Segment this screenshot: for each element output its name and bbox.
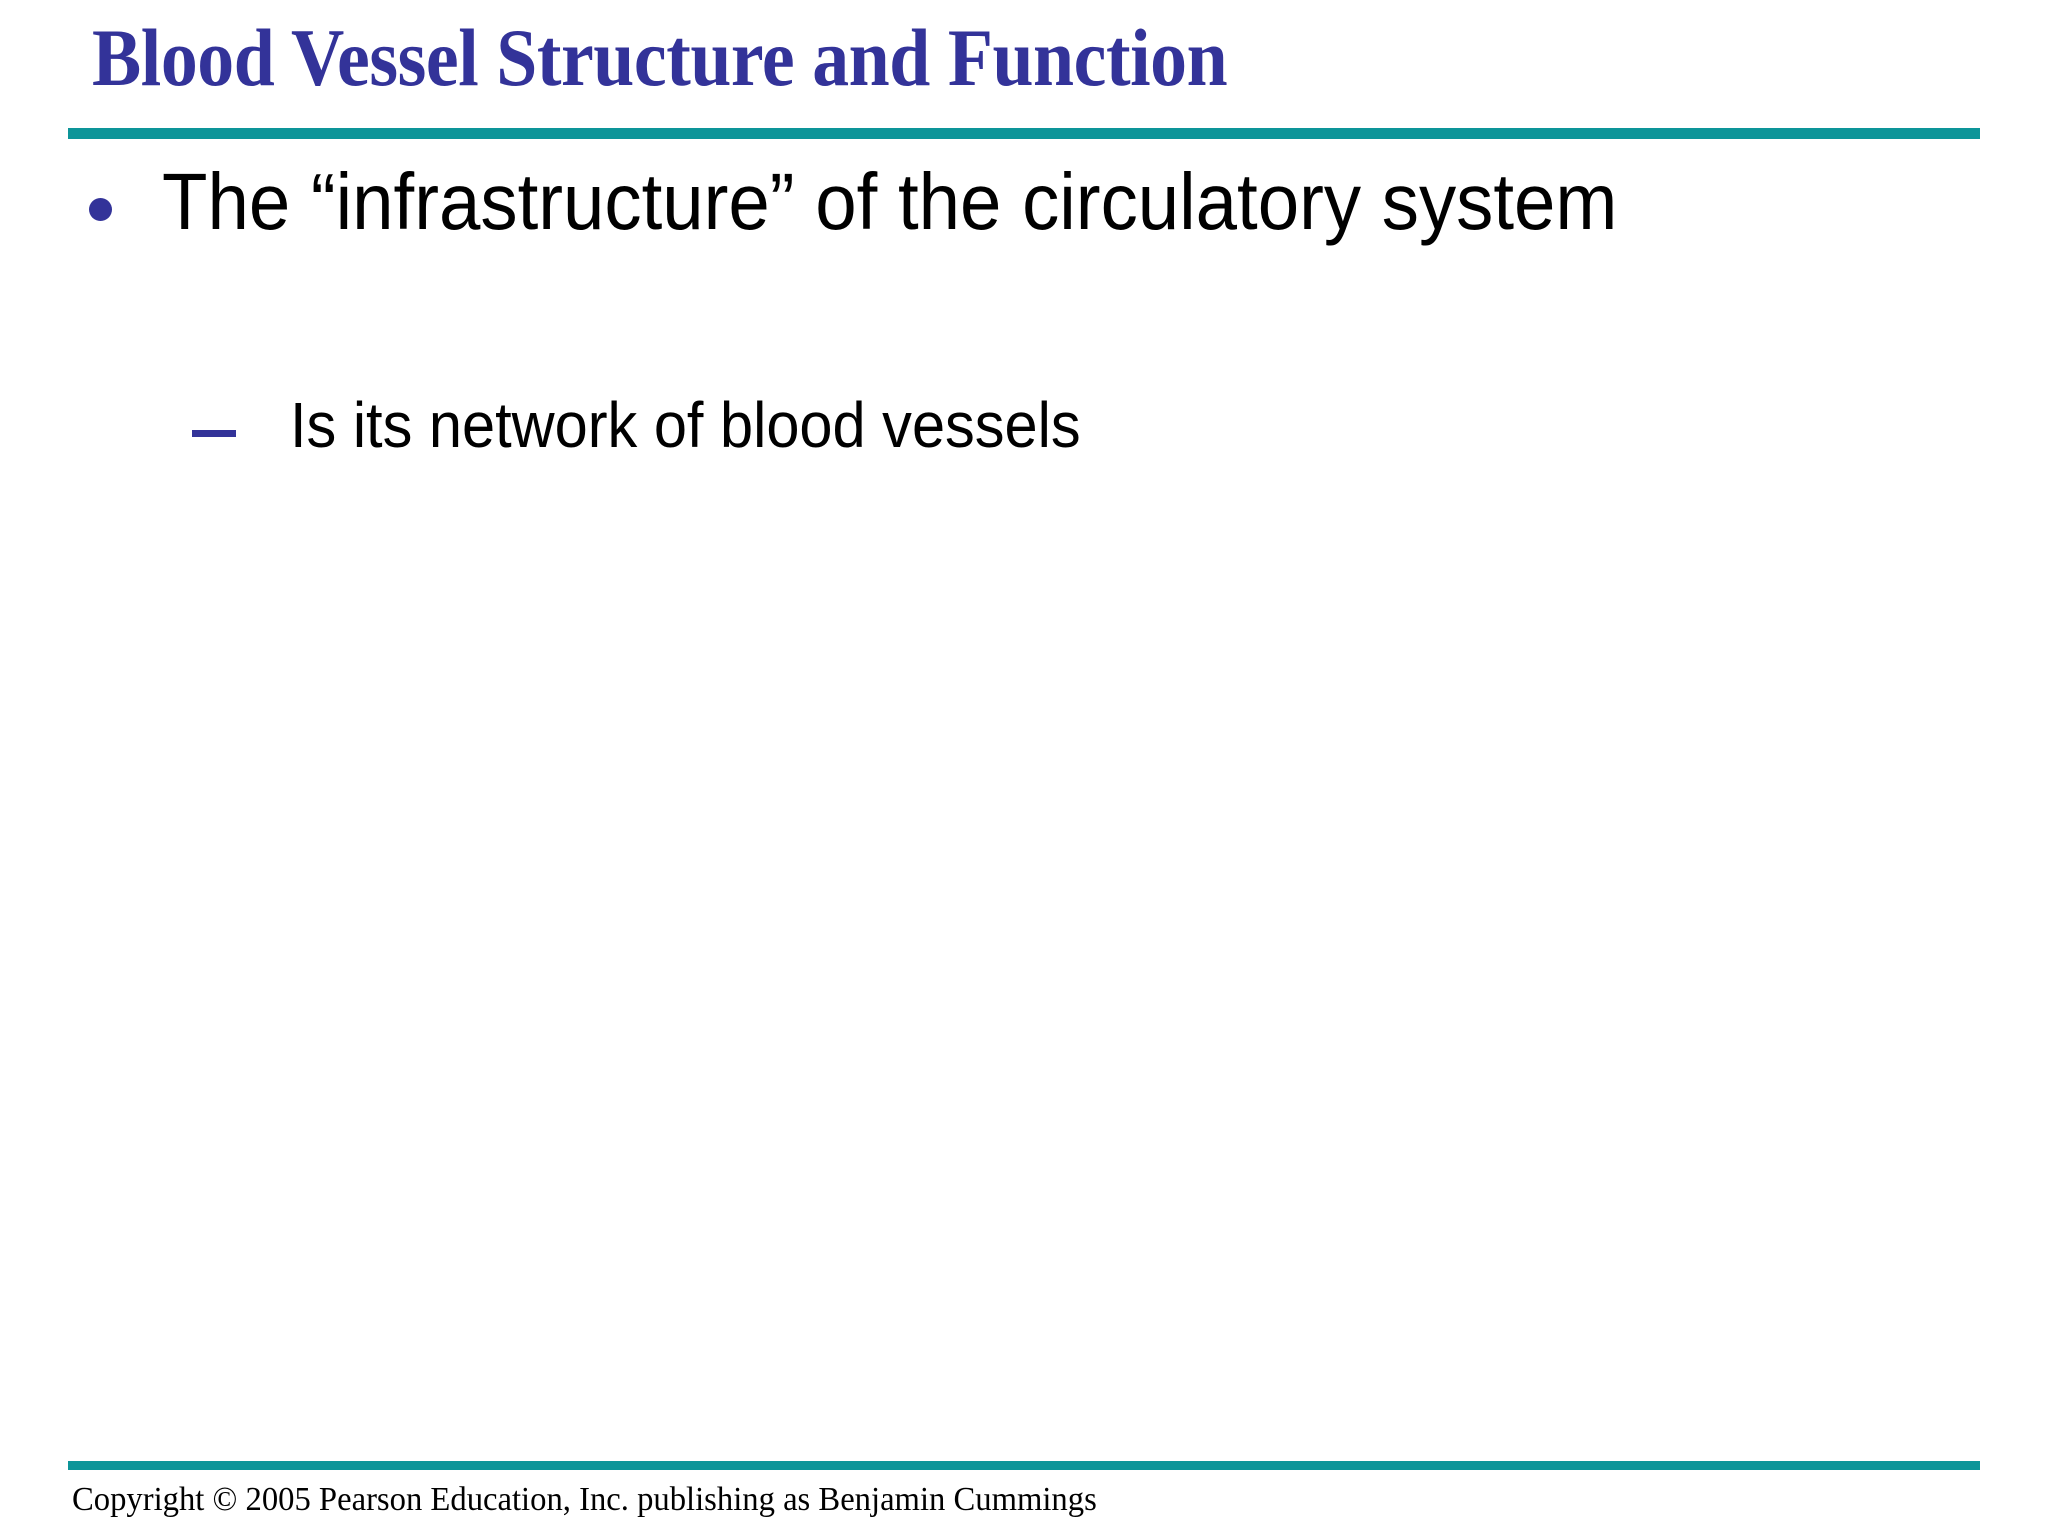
bullet-item-level1: The “infrastructure” of the circulatory … [0, 150, 2048, 260]
bullet-item-level1-label: The “infrastructure” of the circulatory … [162, 157, 1618, 246]
slide-body: The “infrastructure” of the circulatory … [0, 150, 2048, 461]
bullet-item-level2-label: Is its network of blood vessels [290, 389, 1081, 461]
page-title: Blood Vessel Structure and Function [92, 12, 1228, 103]
slide-title-block: Blood Vessel Structure and Function [0, 0, 2048, 142]
copyright-notice: Copyright © 2005 Pearson Education, Inc.… [72, 1481, 1097, 1518]
bullet-dash-icon [192, 430, 236, 437]
bullet-item-level2: Is its network of blood vessels [0, 382, 2048, 472]
footer-divider-rule [68, 1461, 1980, 1470]
bullet-disc-icon [89, 198, 112, 221]
title-divider-rule [68, 128, 1980, 139]
